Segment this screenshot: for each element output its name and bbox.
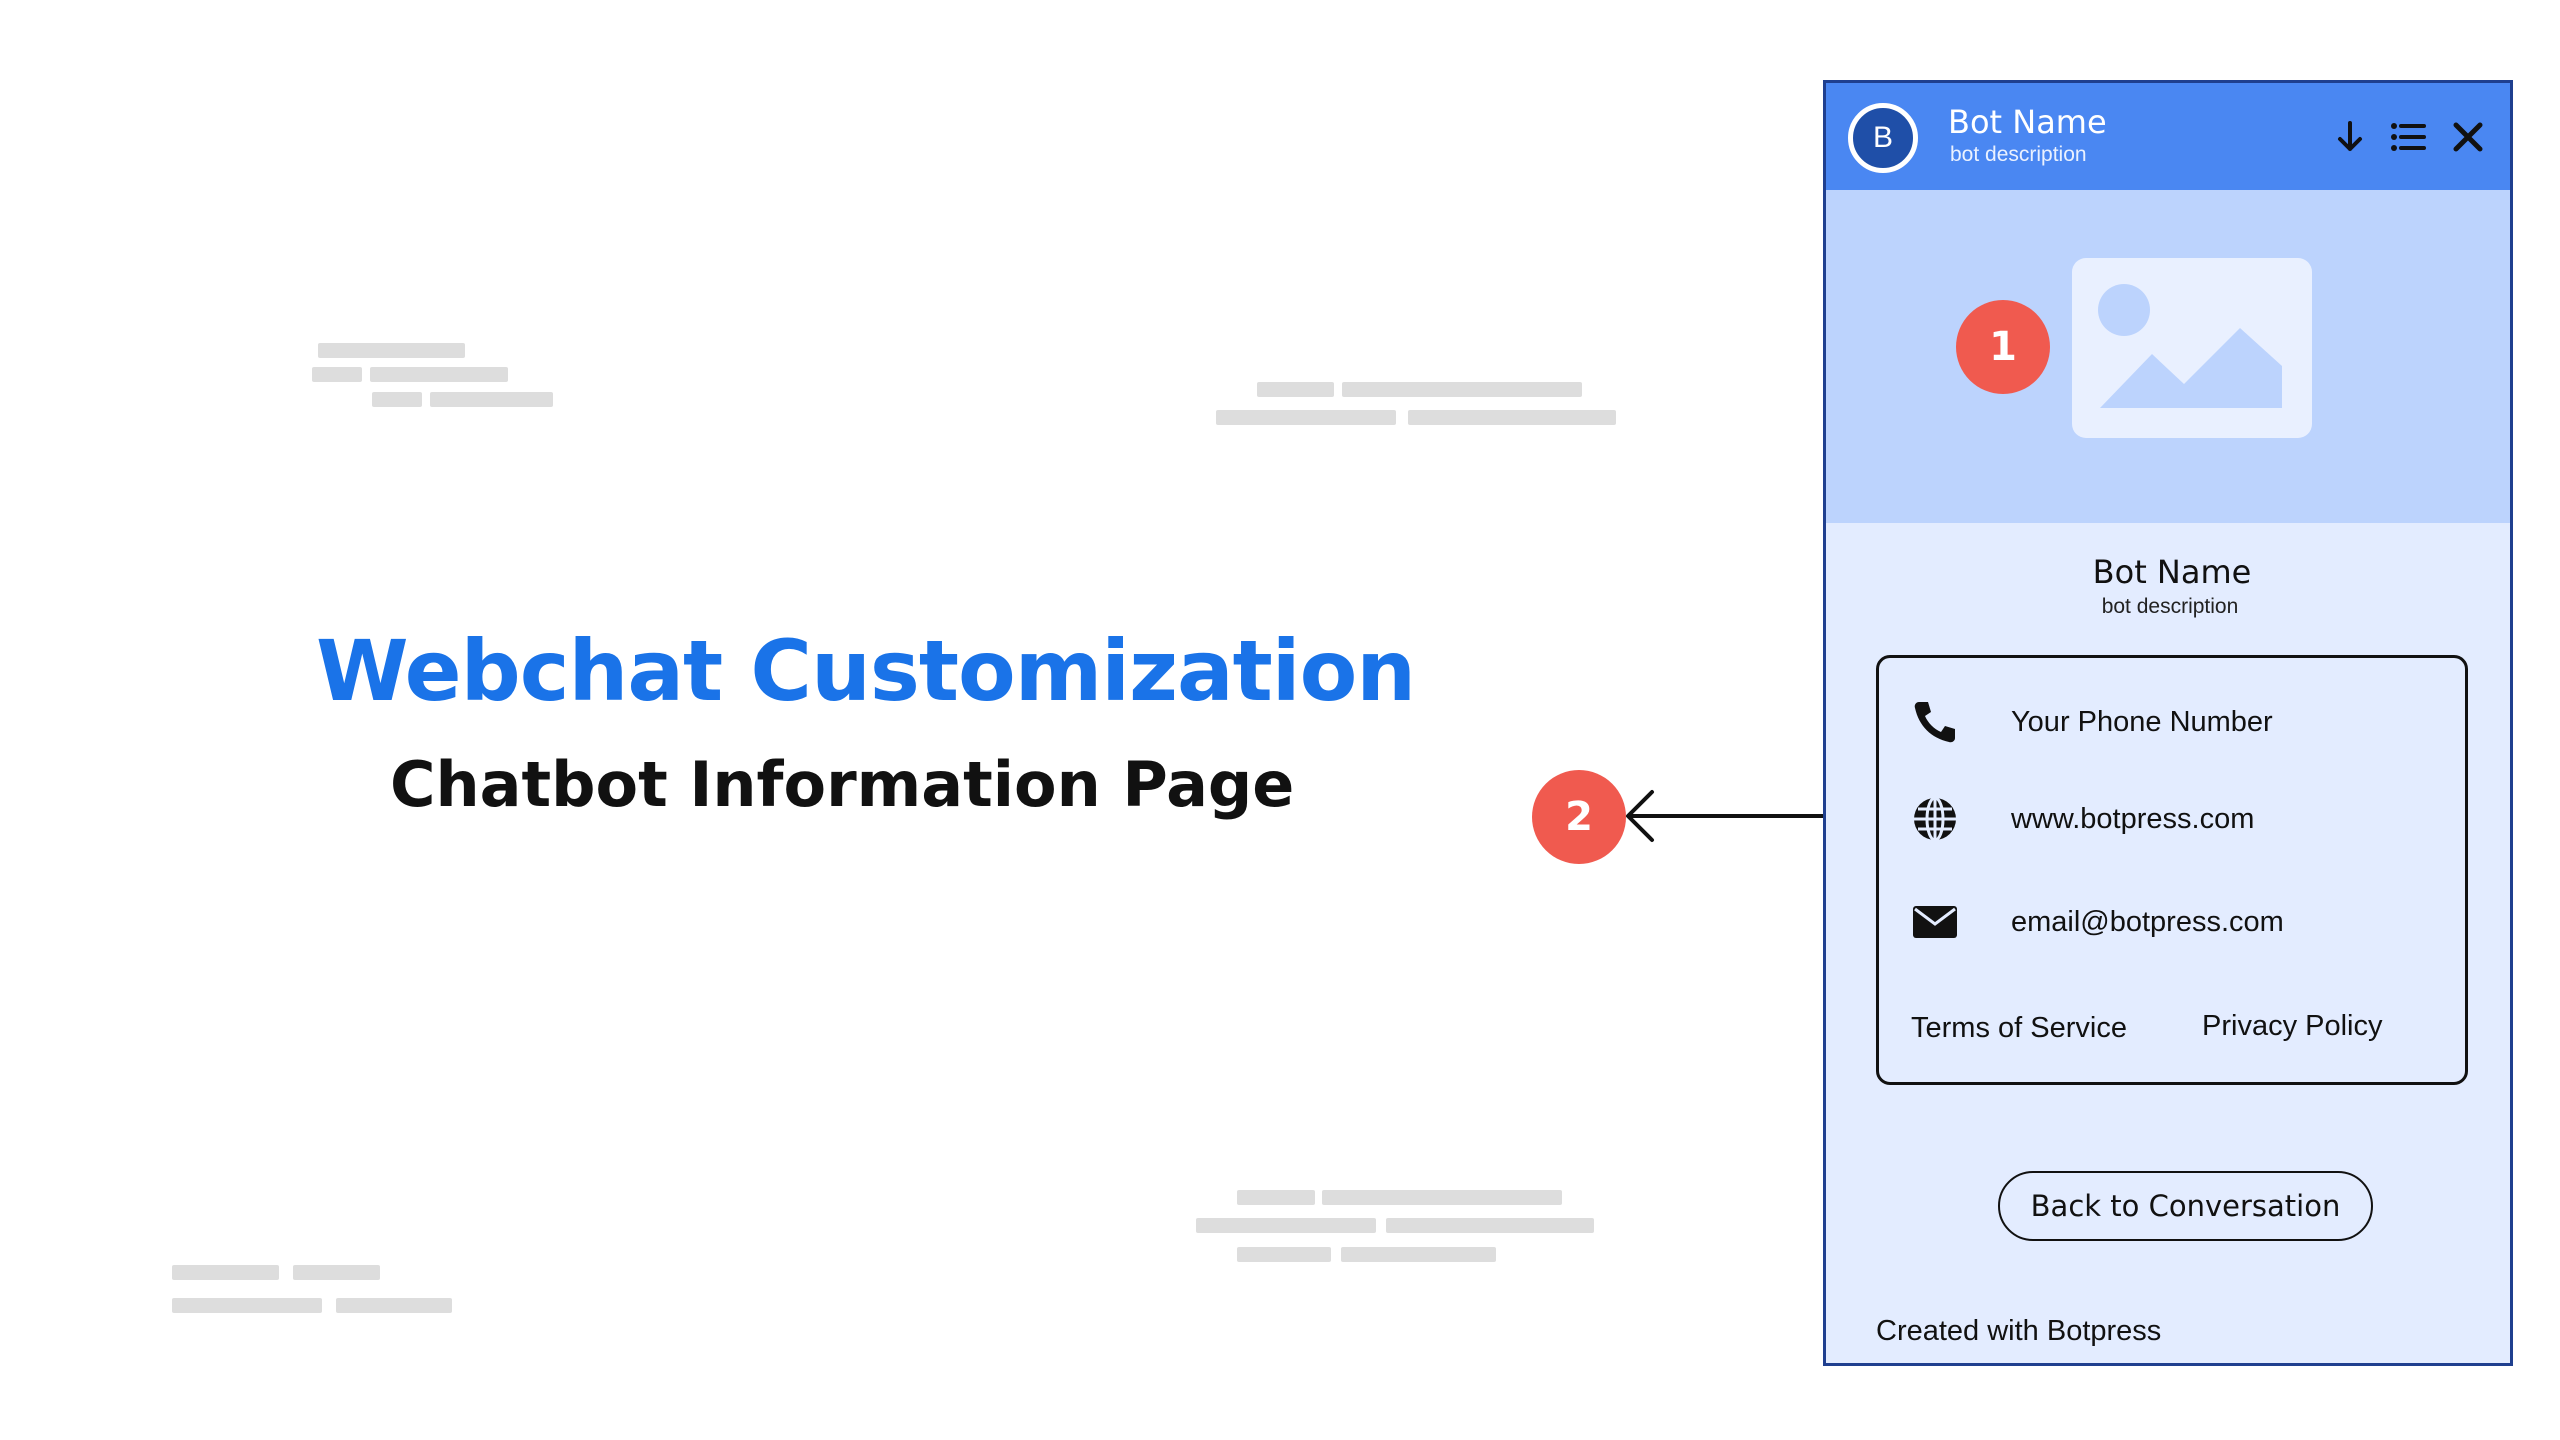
email-row[interactable]: email@botpress.com [1879, 886, 2465, 956]
envelope-icon [1909, 896, 1961, 948]
back-to-conversation-button[interactable]: Back to Conversation [1998, 1171, 2373, 1241]
contact-info-card: Your Phone Number www.botpress.com [1876, 655, 2468, 1085]
webchat-panel: B Bot Name bot description 1 [1823, 80, 2513, 1366]
terms-of-service-link[interactable]: Terms of Service [1911, 1012, 2127, 1044]
page-title: Webchat Customization [316, 622, 1416, 720]
callout-badge-1: 1 [1956, 300, 2050, 394]
phone-row[interactable]: Your Phone Number [1879, 686, 2465, 756]
globe-icon [1909, 793, 1961, 845]
info-bot-name: Bot Name [2092, 553, 2252, 591]
callout-badge-2: 2 [1532, 770, 1626, 864]
close-icon[interactable] [2446, 115, 2490, 159]
email-text: email@botpress.com [2011, 906, 2284, 938]
website-text: www.botpress.com [2011, 803, 2255, 835]
created-with-text: Created with Botpress [1876, 1315, 2162, 1347]
phone-icon [1909, 696, 1961, 748]
info-bot-description: bot description [2101, 595, 2239, 618]
cover-image-area: 1 [1826, 190, 2510, 523]
header-bot-name: Bot Name [1948, 103, 2107, 141]
list-icon[interactable] [2386, 115, 2430, 159]
phone-text: Your Phone Number [2011, 706, 2273, 738]
privacy-policy-link[interactable]: Privacy Policy [2202, 1010, 2383, 1042]
webchat-header: B Bot Name bot description [1826, 83, 2510, 190]
bot-avatar: B [1848, 103, 1918, 173]
image-placeholder-icon [2072, 258, 2312, 438]
arrow-down-icon[interactable] [2328, 115, 2372, 159]
page-subtitle: Chatbot Information Page [390, 748, 1295, 821]
header-bot-description: bot description [1950, 143, 2087, 166]
legal-links: Terms of Service Privacy Policy [1879, 1006, 2465, 1056]
website-row[interactable]: www.botpress.com [1879, 783, 2465, 853]
